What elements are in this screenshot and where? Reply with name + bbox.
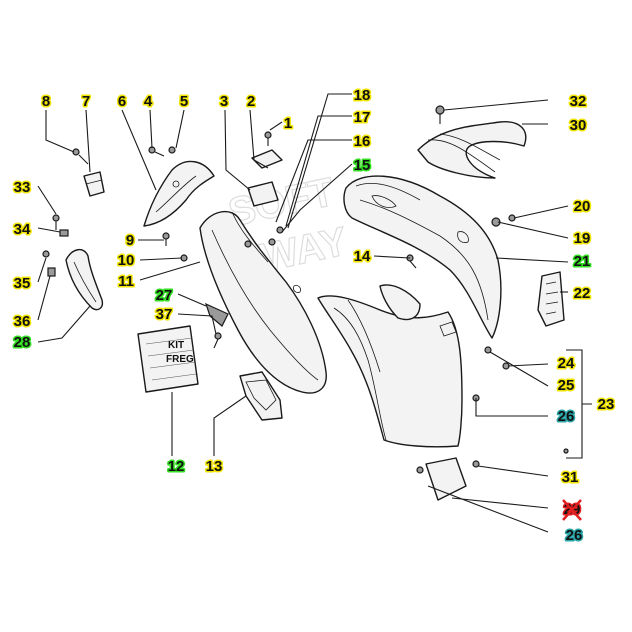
callout-12: 12 [168,458,185,475]
callout-3: 3 [220,93,228,110]
callout-6: 6 [118,93,126,110]
callout-26: 26 [558,408,575,425]
part-support-bracket [143,160,215,227]
callout-27: 27 [156,287,173,304]
callout-16: 16 [354,133,371,150]
callout-7: 7 [82,93,90,110]
callout-17: 17 [354,109,371,126]
part-mount-plate [247,149,283,207]
callout-20: 20 [574,198,591,215]
callout-35: 35 [14,275,31,292]
callout-1: 1 [284,115,292,132]
part-front-lower-panel [317,284,463,448]
kit-bag-label-1: KIT [168,340,184,351]
callout-33: 33 [14,179,31,196]
callout-5: 5 [180,93,188,110]
callout-34: 34 [14,221,31,238]
callout-26-lower: 26 [566,527,583,544]
callout-9: 9 [126,232,134,249]
part-side-handle [65,249,104,311]
callout-30: 30 [570,117,587,134]
part-kit-bag: KIT FREG [137,325,199,393]
part-small-bracket [83,171,105,197]
callout-22: 22 [574,285,591,302]
callout-37: 37 [156,306,173,323]
callout-24: 24 [558,355,575,372]
callout-21: 21 [574,253,591,270]
kit-bag-label-2: FREG [166,354,194,365]
callout-18: 18 [354,87,371,104]
callout-15: 15 [354,157,371,174]
callout-36: 36 [14,313,31,330]
callout-8: 8 [42,93,50,110]
callout-14: 14 [354,248,371,265]
callout-4: 4 [144,93,153,110]
callout-23: 23 [598,396,615,413]
red-cross-marker-icon [562,499,582,521]
callout-31: 31 [562,469,579,486]
callout-25: 25 [558,377,575,394]
part-clip [204,302,229,327]
callout-10: 10 [118,252,135,269]
part-small-cover [425,457,467,501]
callout-13: 13 [206,458,223,475]
callout-11: 11 [118,273,134,290]
callout-28: 28 [14,334,31,351]
callout-2: 2 [247,93,255,110]
fasteners [42,105,569,474]
leader-lines [37,93,592,533]
callout-19: 19 [574,230,591,247]
part-inner-leg-shield [199,210,327,394]
callout-numbers: 1 2 3 4 5 6 7 8 9 10 11 12 13 14 15 16 1… [12,86,616,546]
part-top-trim [417,121,527,179]
part-rear-leg-shield [343,175,502,339]
callout-32: 32 [570,93,587,110]
part-grille-right [537,271,565,327]
